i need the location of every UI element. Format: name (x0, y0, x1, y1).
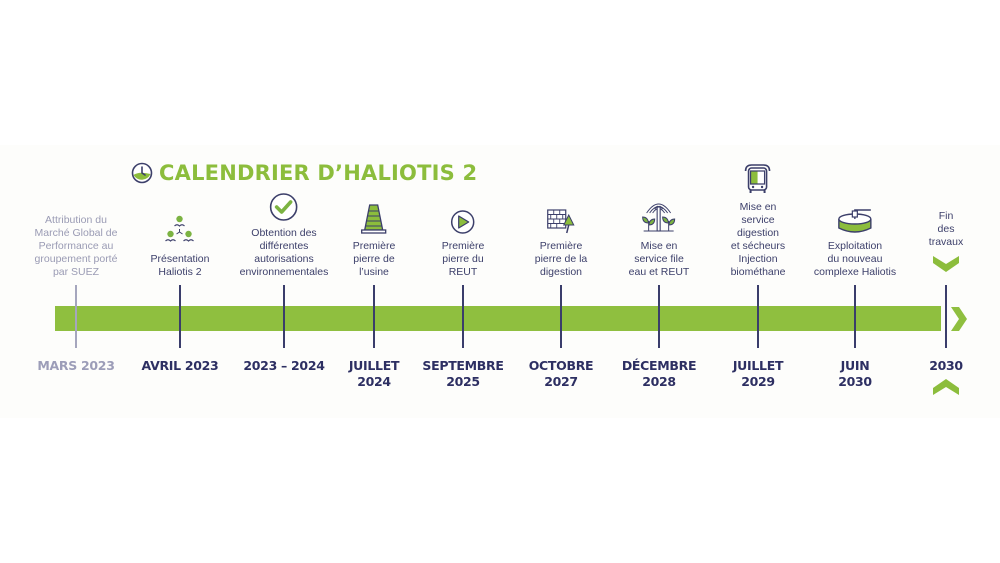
tank-basin-icon (838, 209, 872, 233)
tick-septembre-2025 (462, 285, 464, 348)
timeline-bar (55, 306, 941, 331)
timeline-event-presentation: Présentation Haliotis 2 (150, 214, 210, 279)
tick-octobre-2027 (560, 285, 562, 348)
timeline-event-pierre-usine: Première pierre de l’usine (352, 203, 396, 279)
event-label: Mise en service file eau et REUT (628, 240, 690, 278)
title-text: CALENDRIER D’HALIOTIS 2 (159, 161, 478, 185)
timeline-event-pierre-reut: Première pierre du REUT (441, 209, 485, 279)
timeline-event-mise-service-digestion: Mise en service digestion et sécheurs In… (730, 162, 786, 279)
event-label: Première pierre de la digestion (534, 240, 588, 278)
date-label: SEPTEMBRE 2025 (422, 358, 504, 389)
date-label: MARS 2023 (37, 358, 115, 373)
date-label: 2023 – 2024 (243, 358, 325, 373)
event-label: Mise en service digestion et sécheurs In… (730, 201, 786, 278)
date-label: OCTOBRE 2027 (528, 358, 594, 389)
tick-mars-2023 (75, 285, 77, 348)
timeline-event-autorisations: Obtention des différentes autorisations … (239, 192, 329, 279)
tick-decembre-2028 (658, 285, 660, 348)
timeline-event-mise-service-eau: Mise en service file eau et REUT (628, 199, 690, 279)
chevron-right-icon (951, 307, 967, 331)
timeline-event-exploitation: Exploitation du nouveau complexe Halioti… (814, 207, 896, 279)
date-label: JUILLET 2024 (348, 358, 400, 389)
tick-2023-2024 (283, 285, 285, 348)
tick-juin-2030 (854, 285, 856, 348)
tick-avril-2023 (179, 285, 181, 348)
background-band (0, 145, 1000, 418)
date-label: 2030 (929, 358, 963, 373)
tick-juillet-2029 (757, 285, 759, 348)
date-label: AVRIL 2023 (141, 358, 219, 373)
clock-leaf-icon (131, 162, 153, 184)
people-network-icon (165, 215, 195, 242)
event-label: Obtention des différentes autorisations … (239, 227, 329, 278)
event-label: Attribution du Marché Global de Performa… (34, 214, 118, 278)
tick-2030 (945, 285, 947, 348)
chevron-down-icon (933, 256, 959, 272)
date-label: JUILLET 2029 (732, 358, 784, 389)
play-circle-icon (451, 210, 475, 234)
cone-icon (361, 204, 387, 234)
chevron-up-icon (933, 379, 959, 395)
page-title: CALENDRIER D’HALIOTIS 2 (131, 161, 477, 185)
check-circle-icon (270, 193, 298, 221)
event-label: Fin des travaux (928, 210, 964, 248)
event-label: Présentation Haliotis 2 (150, 253, 210, 278)
timeline-event-pierre-digestion: Première pierre de la digestion (534, 207, 588, 279)
event-label: Exploitation du nouveau complexe Halioti… (813, 240, 897, 278)
date-label: DÉCEMBRE 2028 (621, 358, 697, 389)
date-label: JUIN 2030 (838, 358, 872, 389)
tick-juillet-2024 (373, 285, 375, 348)
timeline-event-attribution: Attribution du Marché Global de Performa… (35, 214, 118, 279)
brick-wall-trowel-icon (547, 209, 575, 234)
event-label: Première pierre de l’usine (352, 240, 396, 278)
event-label: Première pierre du REUT (441, 240, 485, 278)
timeline-event-fin-travaux: Fin des travaux (919, 210, 973, 249)
irrigation-plants-icon (642, 203, 676, 232)
bus-icon (745, 164, 771, 193)
